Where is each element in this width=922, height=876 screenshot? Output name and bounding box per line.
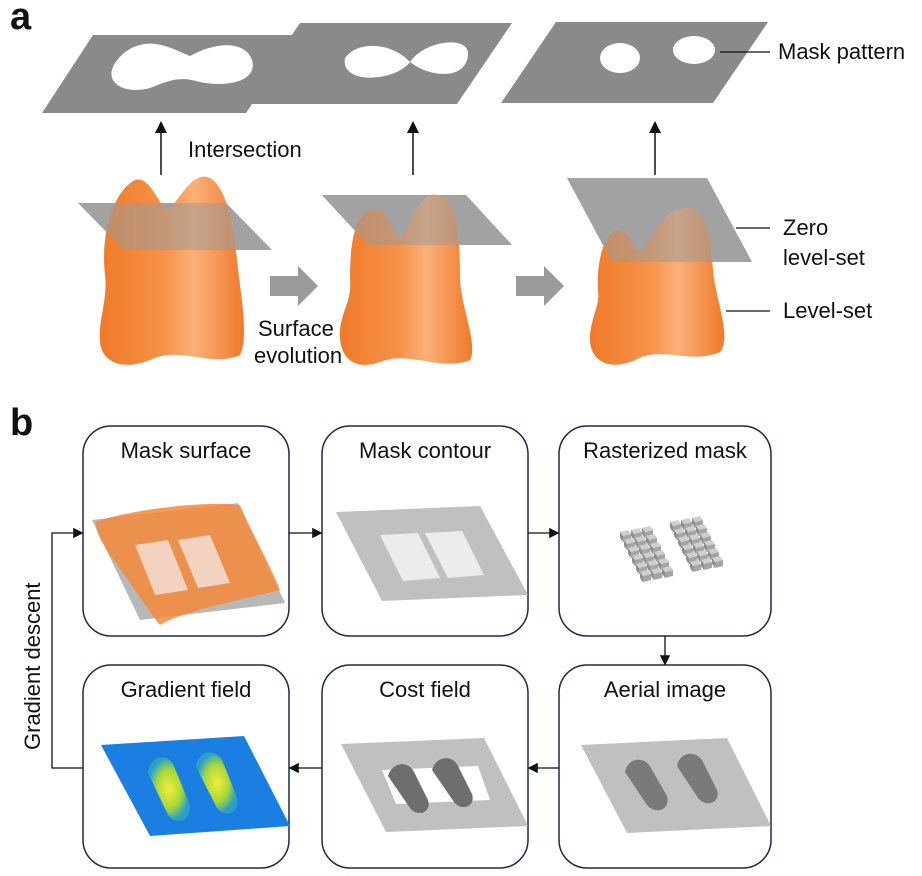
aerial-image-illustration — [581, 738, 771, 833]
cost-field-illustration — [341, 738, 528, 832]
panel-label-a: a — [10, 0, 32, 38]
zero-levelset-label-1: Zero — [783, 215, 829, 240]
box-title-mask-surface: Mask surface — [120, 438, 252, 463]
levelset-label: Level-set — [783, 298, 873, 323]
box-title-rasterized-mask: Rasterized mask — [583, 438, 747, 463]
levelset-surface-3 — [567, 178, 752, 365]
box-title-mask-contour: Mask contour — [358, 438, 492, 463]
zero-levelset-label-2: level-set — [783, 245, 865, 270]
raster-pixel — [701, 558, 712, 570]
raster-pixel — [651, 568, 662, 580]
box-title-gradient-field: Gradient field — [120, 677, 252, 702]
mask-contour-illustration — [336, 506, 528, 601]
mask-pattern-label: Mask pattern — [778, 39, 906, 64]
raster-pixel — [640, 570, 651, 582]
panel-label-b: b — [10, 402, 34, 444]
raster-pixel — [662, 566, 673, 578]
surface-evolution-label-2: evolution — [254, 343, 343, 368]
intersection-label: Intersection — [188, 137, 302, 162]
gradient-descent-label: Gradient descent — [20, 582, 45, 750]
raster-pixel — [682, 544, 693, 556]
mask-plane-3 — [501, 22, 768, 103]
mask-plane-1 — [42, 35, 298, 113]
levelset-surface-2 — [322, 194, 512, 365]
gradient-field-illustration — [101, 736, 290, 836]
gradient-descent-loop — [51, 527, 84, 769]
raster-pixel — [712, 556, 723, 568]
mask-surface-illustration — [92, 503, 285, 625]
surface-evolution-label-1: Surface — [258, 316, 334, 341]
box-title-cost-field: Cost field — [379, 677, 471, 702]
levelset-surface-1 — [78, 176, 272, 365]
raster-pixel — [690, 560, 701, 572]
raster-pixel — [670, 520, 681, 532]
box-title-aerial-image: Aerial image — [603, 677, 727, 702]
evolution-arrow-2 — [516, 266, 564, 306]
evolution-arrow-1 — [270, 266, 318, 306]
raster-pixel — [708, 548, 719, 560]
rasterized-mask-illustration — [620, 516, 723, 582]
raster-pixel — [696, 524, 707, 536]
mask-plane-2 — [245, 23, 512, 104]
